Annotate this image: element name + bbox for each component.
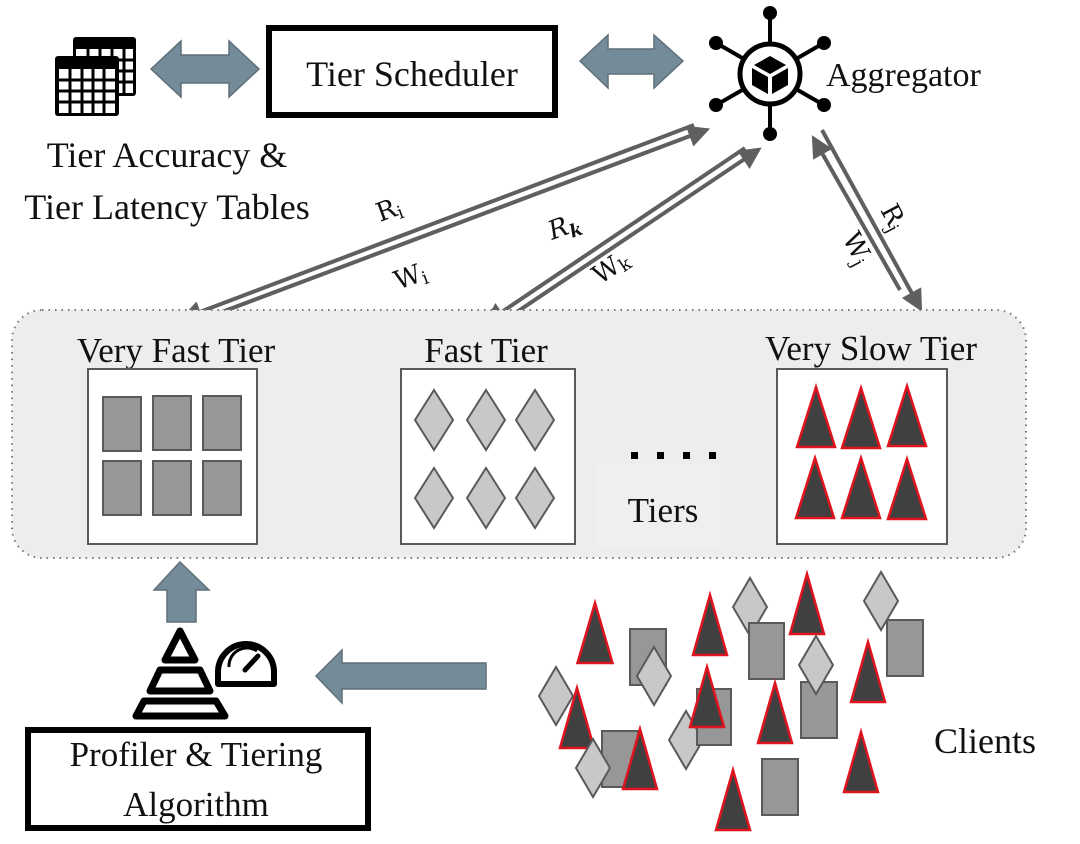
tier-fast: Fast Tier [400, 331, 576, 545]
client-triangle [794, 453, 836, 520]
client-diamond [574, 737, 612, 799]
client-rectangle [202, 460, 242, 516]
download-label-very-slow: Wj [834, 227, 877, 271]
client-triangle [886, 454, 928, 521]
client-triangle [842, 727, 880, 794]
client-rectangle [761, 758, 799, 816]
upload-label-very-fast: Ri [372, 192, 407, 231]
client-diamond [862, 570, 900, 632]
more-tiers-indicator: Tiers [597, 452, 727, 549]
tier-label: Very Slow Tier [765, 329, 977, 368]
client-triangle [691, 590, 729, 657]
client-rectangle [102, 396, 142, 452]
client-triangle [840, 453, 882, 520]
client-triangle [886, 381, 928, 448]
upload-label-fast: Rk [543, 207, 585, 249]
profiler-label-line1: Profiler & Tiering [70, 735, 323, 774]
client-rectangle [152, 460, 192, 516]
client-triangle [621, 724, 659, 791]
clients-label: Clients [934, 721, 1036, 761]
tables-label-line1: Tier Accuracy & [47, 135, 288, 175]
tier-scheduler-box: Tier Scheduler [266, 25, 558, 118]
client-diamond [465, 388, 507, 452]
link-very-fast-tier [179, 123, 711, 323]
upload-arrow-very-fast [197, 125, 711, 323]
client-triangle [714, 765, 752, 832]
hub-cube-icon [709, 6, 831, 141]
download-arrow-very-slow [820, 129, 923, 312]
client-diamond [465, 466, 507, 530]
tier-very-slow: Very Slow Tier [765, 329, 977, 545]
upload-arrow-fast [494, 147, 762, 328]
profiler-label-line2: Algorithm [123, 785, 269, 824]
client-triangle [756, 678, 794, 745]
client-triangle [840, 383, 882, 450]
client-triangle [558, 683, 596, 750]
client-diamond [413, 466, 455, 530]
client-rectangle [748, 622, 785, 680]
upload-arrow-very-slow [811, 135, 902, 291]
download-arrow-fast [483, 146, 747, 325]
scheduler-aggregator-double-arrow [578, 33, 685, 90]
download-label-very-fast: Wi [390, 257, 432, 298]
profiler-tiering-box: Profiler & Tiering Algorithm [25, 727, 371, 831]
client-diamond [514, 466, 556, 530]
tier-label: Fast Tier [424, 331, 548, 370]
client-rectangle [152, 395, 192, 451]
tables-scheduler-double-arrow [149, 39, 261, 99]
client-triangle [688, 662, 726, 729]
client-diamond [514, 388, 556, 452]
profiler-to-tiers-up-arrow [152, 560, 211, 623]
tier-very-fast: Very Fast Tier [77, 331, 276, 545]
client-rectangle [102, 460, 142, 516]
pyramid-gauge-icon [132, 627, 277, 720]
client-triangle [788, 569, 826, 636]
tables-label-line2: Tier Latency Tables [24, 187, 309, 227]
clients-cluster [537, 569, 924, 832]
client-diamond [413, 388, 455, 452]
tables-icon [55, 37, 136, 116]
client-diamond [635, 645, 673, 707]
client-rectangle [886, 619, 924, 677]
tier-scheduler-label: Tier Scheduler [306, 54, 518, 94]
client-rectangle [202, 395, 242, 451]
client-triangle [575, 598, 615, 665]
link-fast-tier [483, 146, 762, 328]
link-very-slow-tier [811, 129, 923, 312]
aggregator-label: Aggregator [826, 57, 982, 94]
tier-label: Very Fast Tier [77, 331, 276, 370]
client-triangle [849, 637, 887, 704]
download-arrow-very-fast [179, 123, 695, 323]
client-diamond [797, 634, 835, 696]
tiers-label: Tiers [628, 491, 699, 530]
clients-to-profiler-arrow [314, 648, 487, 705]
client-diamond [537, 665, 575, 727]
client-triangle [795, 382, 837, 449]
